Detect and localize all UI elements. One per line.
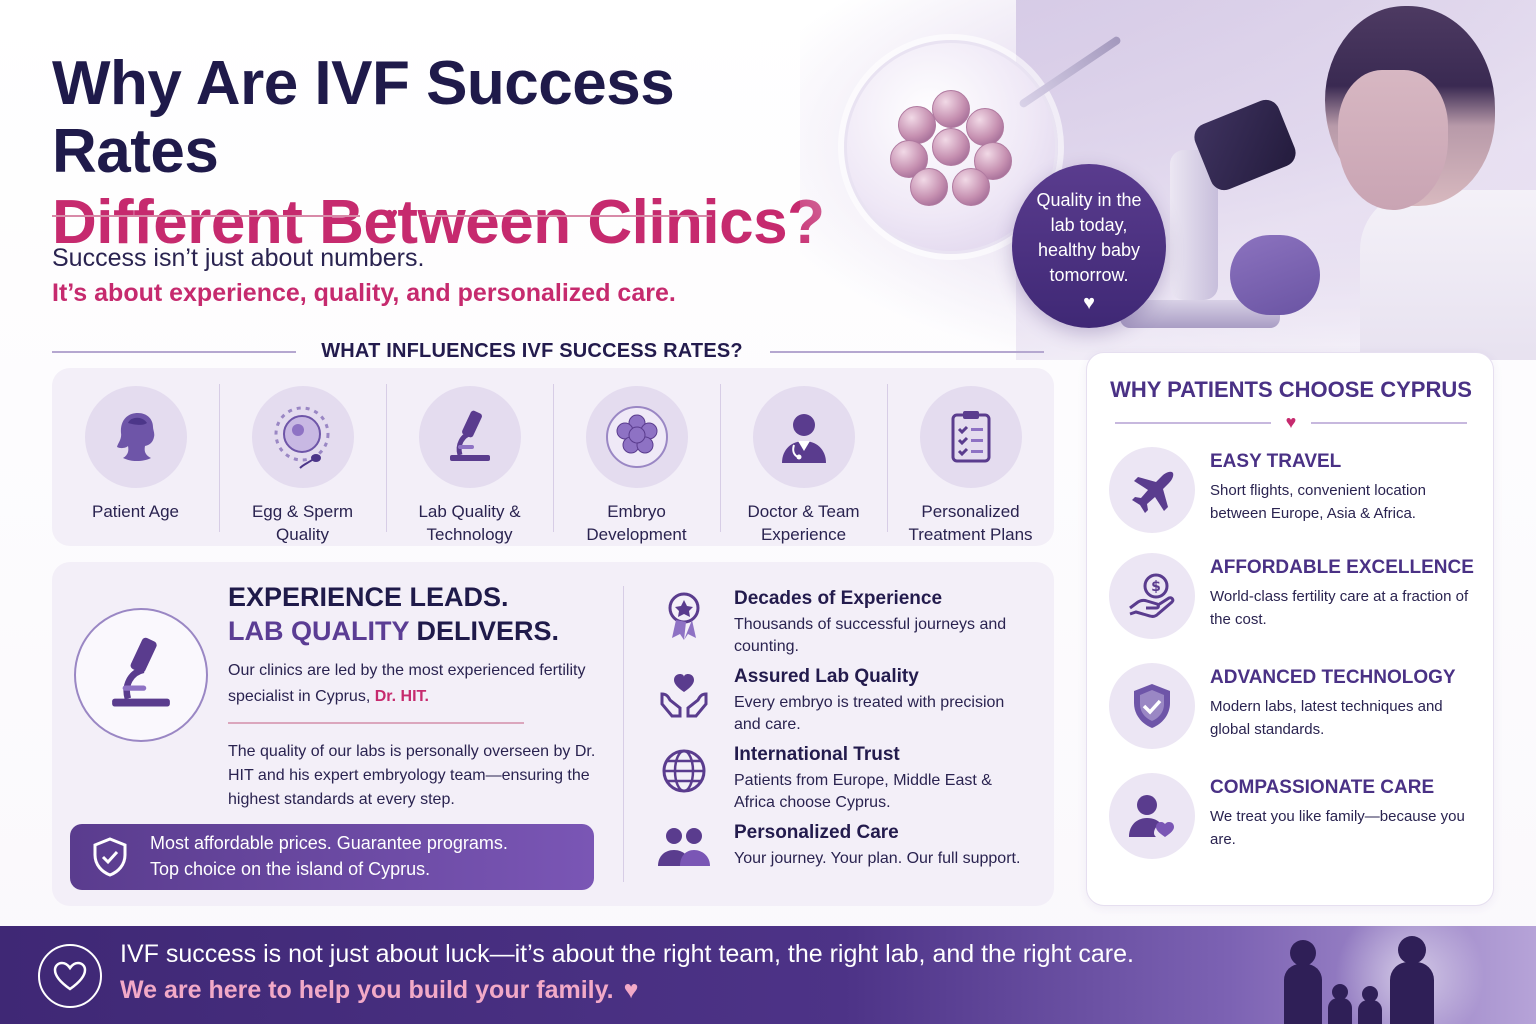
- cyprus-panel: WHY PATIENTS CHOOSE CYPRUS ♥ EASY TRAVEL…: [1086, 352, 1494, 906]
- influence-label: Quality: [276, 525, 329, 544]
- airplane-icon: [1109, 447, 1195, 533]
- paragraph-text: Our clinics are led by the most experien…: [228, 662, 586, 705]
- feature-desc: Patients from Europe, Middle East & Afri…: [734, 772, 992, 811]
- quote-bubble: Quality in the lab today, healthy baby t…: [1012, 164, 1166, 328]
- cyprus-divider: ♥: [1115, 412, 1467, 433]
- heart-icon: ♥: [1083, 292, 1095, 314]
- feature-title: Decades of Experience: [734, 588, 943, 609]
- embryo-image: [890, 90, 1012, 206]
- influence-label: Embryo: [607, 502, 666, 521]
- title-line-2: Different Between Clinics?: [52, 188, 825, 257]
- doctor-name: Dr. HIT.: [374, 688, 429, 705]
- influence-label: Experience: [760, 525, 847, 544]
- people-icon: [654, 824, 714, 880]
- banner-line-1: Most affordable prices. Guarantee progra…: [150, 833, 508, 853]
- influence-patient-age: Patient Age: [52, 368, 219, 546]
- microscope-icon: [74, 608, 208, 742]
- pricing-banner: Most affordable prices. Guarantee progra…: [70, 824, 594, 890]
- divider: [228, 722, 524, 724]
- embryo-icon: [585, 386, 688, 488]
- title-divider: ♥: [52, 204, 712, 226]
- quote-text: Quality in the lab today, healthy baby t…: [1036, 190, 1142, 285]
- experience-paragraph-2: The quality of our labs is personally ov…: [228, 743, 596, 808]
- clipboard-icon: [919, 386, 1022, 488]
- influence-personalized-plans: Personalized Treatment Plans: [887, 368, 1054, 546]
- svg-text:$: $: [1151, 579, 1161, 595]
- cyprus-heading: WHY PATIENTS CHOOSE CYPRUS: [1110, 377, 1472, 402]
- heart-hands-icon: [654, 668, 714, 724]
- person-heart-icon: [1109, 773, 1195, 859]
- shield-check-icon: [1109, 663, 1195, 749]
- influence-label: Doctor & Team: [747, 502, 860, 521]
- award-ribbon-icon: [654, 590, 714, 646]
- feature-title: Personalized Care: [734, 822, 899, 843]
- experience-heading-1: EXPERIENCE LEADS.: [228, 582, 509, 612]
- footer-line-1: IVF success is not just about luck—it’s …: [120, 940, 1134, 968]
- heart-icon: ♥: [623, 976, 639, 1004]
- influence-embryo: Embryo Development: [553, 368, 720, 546]
- influence-doctor-team: Doctor & Team Experience: [720, 368, 887, 546]
- microscope-icon: [418, 386, 521, 488]
- cyprus-item-desc: We treat you like family—because you are…: [1210, 808, 1465, 848]
- influence-label: Treatment Plans: [908, 525, 1033, 544]
- heart-outline-icon: [38, 944, 102, 1008]
- heart-icon: ♥: [1285, 412, 1297, 432]
- banner-line-2: Top choice on the island of Cyprus.: [150, 859, 431, 879]
- influences-heading-text: WHAT INFLUENCES IVF SUCCESS RATES?: [321, 340, 743, 362]
- influence-label: Personalized: [921, 502, 1020, 521]
- influence-label: Technology: [426, 525, 513, 544]
- feature-desc: Your journey. Your plan. Our full suppor…: [734, 850, 1021, 867]
- cyprus-item-desc: Short flights, convenient location betwe…: [1210, 482, 1426, 522]
- feature-title: International Trust: [734, 744, 900, 765]
- page-title: Why Are IVF Success Rates Different Betw…: [52, 50, 852, 260]
- feature-desc: Every embryo is treated with precision a…: [734, 694, 1005, 733]
- heading-accent: LAB QUALITY: [228, 616, 409, 646]
- experience-paragraph-1: Our clinics are led by the most experien…: [228, 658, 588, 710]
- cyprus-item-title: COMPASSIONATE CARE: [1210, 777, 1435, 798]
- influence-egg-sperm: Egg & Sperm Quality: [219, 368, 386, 546]
- influence-lab-quality: Lab Quality & Technology: [386, 368, 553, 546]
- cyprus-item-title: AFFORDABLE EXCELLENCE: [1210, 557, 1474, 578]
- cyprus-item-title: EASY TRAVEL: [1210, 451, 1342, 472]
- woman-profile-icon: [84, 386, 187, 488]
- influence-label: Lab Quality &: [418, 502, 521, 521]
- footer-banner: IVF success is not just about luck—it’s …: [0, 926, 1536, 1024]
- cyprus-item-title: ADVANCED TECHNOLOGY: [1210, 667, 1456, 688]
- doctor-icon: [752, 386, 855, 488]
- hero-lab-illustration: [800, 0, 1536, 360]
- feature-title: Assured Lab Quality: [734, 666, 919, 687]
- experience-heading-2: LAB QUALITY DELIVERS.: [228, 616, 559, 647]
- experience-card: EXPERIENCE LEADS. LAB QUALITY DELIVERS. …: [52, 562, 1054, 906]
- shield-check-icon: [93, 837, 127, 877]
- vertical-divider: [623, 586, 624, 882]
- influence-label: Patient Age: [92, 502, 179, 521]
- feature-desc: Thousands of successful journeys and cou…: [734, 616, 1007, 655]
- egg-sperm-icon: [251, 386, 354, 488]
- cyprus-item-desc: Modern labs, latest techniques and globa…: [1210, 698, 1443, 738]
- influences-heading: WHAT INFLUENCES IVF SUCCESS RATES?: [52, 338, 1044, 366]
- globe-icon: [654, 746, 714, 802]
- subtitle-line-1: Success isn’t just about numbers.: [52, 244, 425, 272]
- influence-label: Egg & Sperm: [251, 502, 354, 521]
- dollar-hand-icon: $: [1109, 553, 1195, 639]
- footer-line-2-text: We are here to help you build your famil…: [120, 976, 614, 1004]
- family-silhouette: [1270, 926, 1520, 1024]
- influence-label: Development: [586, 525, 687, 544]
- influences-card: Patient Age Egg & Sperm Quality Lab Qual…: [52, 368, 1054, 546]
- heart-icon: ♥: [386, 204, 398, 226]
- subtitle-line-2: It’s about experience, quality, and pers…: [52, 279, 676, 307]
- cyprus-item-desc: World-class fertility care at a fraction…: [1210, 588, 1469, 628]
- heading-rest: DELIVERS.: [409, 616, 560, 646]
- footer-line-2: We are here to help you build your famil…: [120, 976, 638, 1005]
- title-line-1: Why Are IVF Success Rates: [52, 49, 675, 186]
